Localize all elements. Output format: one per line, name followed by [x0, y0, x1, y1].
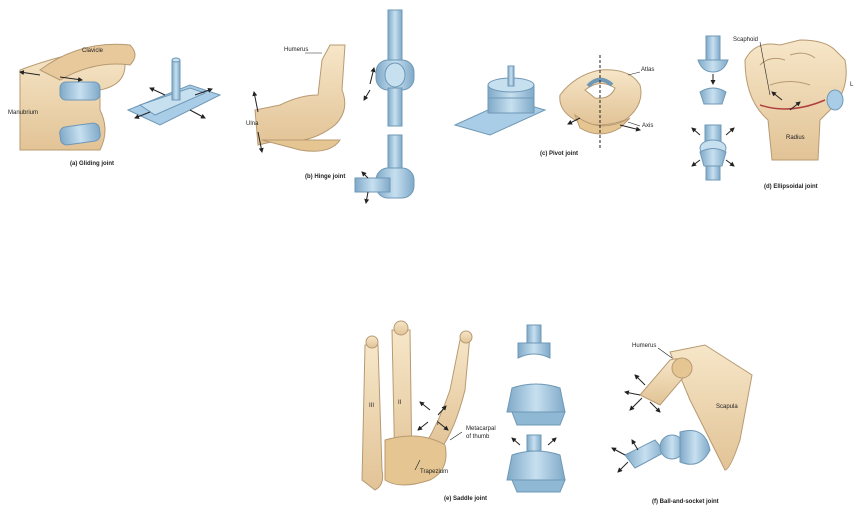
label-i: I: [437, 421, 439, 427]
label-scaphoid: Scaphoid: [733, 37, 758, 43]
saddle-joint-illustration: [362, 321, 565, 492]
label-of-thumb: of thumb: [466, 434, 489, 440]
label-radius: Radius: [786, 135, 805, 141]
label-axis: Axis: [642, 123, 653, 129]
label-clavicle: Clavicle: [82, 48, 103, 54]
label-scapula: Scapula: [716, 404, 738, 410]
pivot-joint-illustration: [455, 55, 641, 148]
caption-pivot-joint: (c) Pivot joint: [540, 151, 578, 157]
label-iii: III: [369, 403, 374, 409]
label-atlas: Atlas: [641, 67, 654, 73]
label-humerus-hinge: Humerus: [284, 47, 308, 53]
label-ulna: Ulna: [246, 121, 258, 127]
caption-gliding-joint: (a) Gliding joint: [70, 161, 114, 167]
label-metacarpal: Metacarpal: [466, 426, 496, 432]
ellipsoidal-joint-illustration: [692, 36, 846, 180]
gliding-joint-illustration: [20, 44, 220, 150]
label-ii: II: [398, 400, 401, 406]
caption-saddle-joint: (e) Saddle joint: [444, 496, 487, 502]
caption-hinge-joint: (b) Hinge joint: [305, 174, 345, 180]
label-humerus-ball: Humerus: [632, 343, 656, 349]
caption-ellipsoidal-joint: (d) Ellipsoidal joint: [764, 184, 818, 190]
caption-ball-and-socket-joint: (f) Ball-and-socket joint: [652, 499, 719, 505]
label-trapezium: Trapezium: [420, 469, 448, 475]
label-l: L: [850, 82, 853, 88]
label-manubrium: Manubrium: [8, 110, 38, 116]
